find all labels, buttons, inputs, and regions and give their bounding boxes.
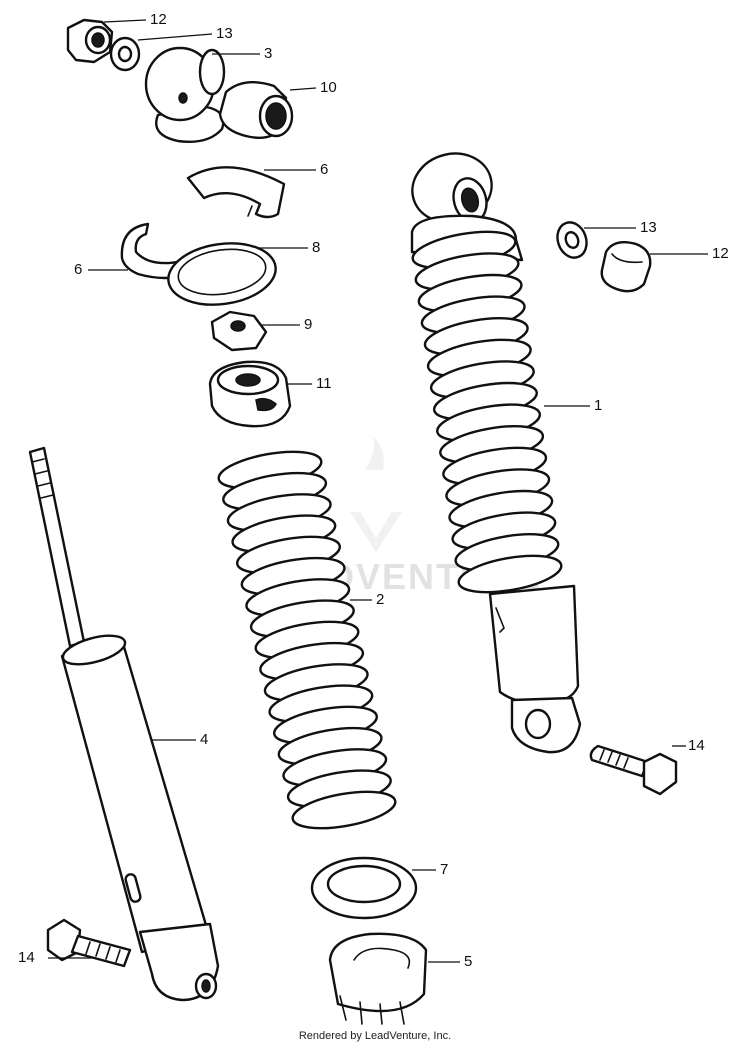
- callout-5: 5: [464, 953, 473, 970]
- washer-right: [556, 221, 588, 259]
- callout-13-top: 13: [216, 25, 233, 42]
- hex-nut: [210, 310, 268, 352]
- callout-13-right: 13: [640, 219, 657, 236]
- washer-top-left: [109, 36, 141, 72]
- callout-3: 3: [264, 45, 273, 62]
- leader-lines: [48, 19, 708, 963]
- mounting-bolt-left: [46, 918, 132, 968]
- rubber-bushing: [218, 80, 294, 139]
- callout-2: 2: [376, 591, 385, 608]
- callout-12-right: 12: [712, 245, 729, 262]
- callout-4: 4: [200, 731, 209, 748]
- thin-washer-ring: [167, 242, 277, 306]
- callout-8: 8: [312, 239, 321, 256]
- spring-coil: [457, 554, 563, 594]
- cap-nut-top-left: [66, 18, 114, 64]
- render-credit: Rendered by LeadVenture, Inc.: [298, 1030, 452, 1042]
- callout-7: 7: [440, 861, 449, 878]
- mounting-bolt-right: [589, 744, 678, 796]
- callout-9: 9: [304, 316, 313, 333]
- callout-14-left: 14: [18, 949, 35, 966]
- spring-seat-stopper-upper: [186, 166, 286, 219]
- callout-14-right: 14: [688, 737, 705, 754]
- rear-shock-absorber-assembly: [410, 152, 582, 754]
- cap-nut-right: [600, 241, 652, 293]
- callout-12-top: 12: [150, 11, 167, 28]
- callout-6-upper: 6: [320, 161, 329, 178]
- callout-10: 10: [320, 79, 337, 96]
- damper-unit: [28, 446, 220, 1002]
- coil-spring: [217, 450, 397, 830]
- callout-11: 11: [316, 375, 332, 392]
- spring-coil: [291, 790, 397, 830]
- callout-1: 1: [594, 397, 603, 414]
- rubber-stopper: [208, 360, 292, 428]
- spring-seat-washer: [310, 856, 418, 920]
- watermark-logo-icon: [350, 436, 402, 552]
- spring-adjuster: [328, 932, 428, 1025]
- upper-joint: [144, 46, 226, 143]
- callout-6-lower: 6: [74, 261, 83, 278]
